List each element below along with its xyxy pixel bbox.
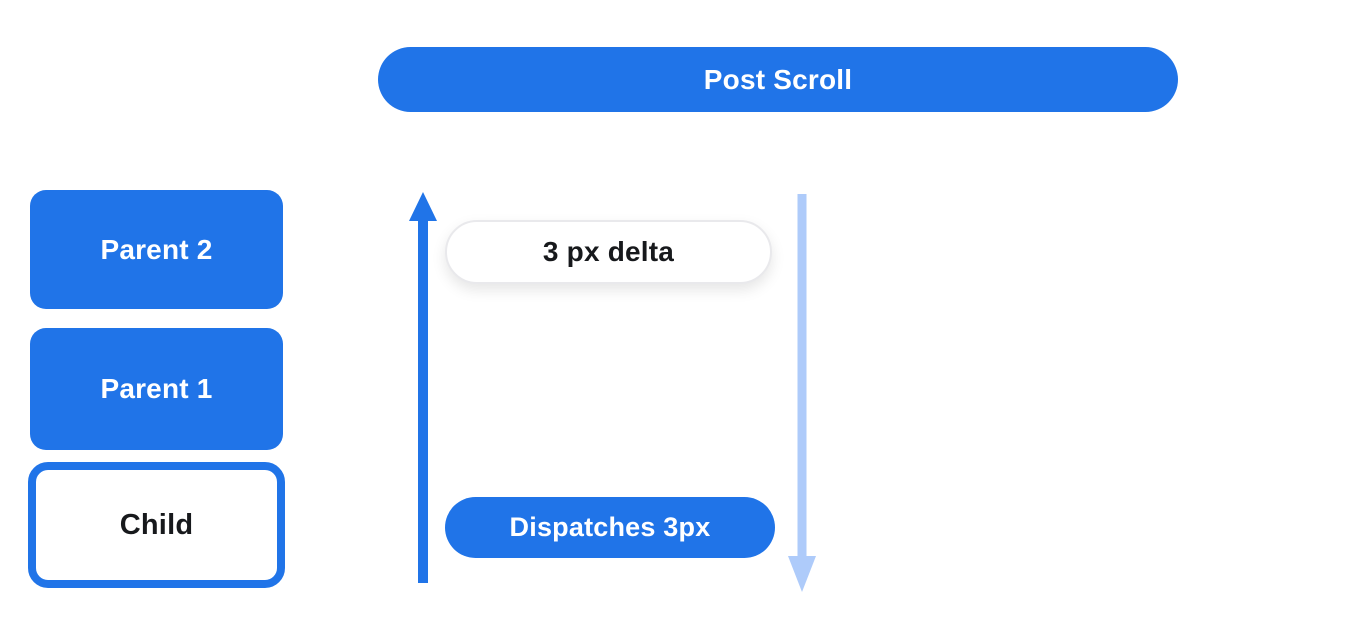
- child-box: Child: [28, 462, 285, 588]
- delta-badge-label: 3 px delta: [542, 236, 675, 267]
- delta-badge: 3 px delta: [445, 220, 772, 284]
- parent1-box: Parent 1: [30, 328, 283, 450]
- parent1-label: Parent 1: [100, 373, 213, 404]
- post-scroll-bar: Post Scroll: [378, 47, 1178, 112]
- post-scroll-label: Post Scroll: [703, 63, 853, 95]
- parent2-label: Parent 2: [100, 233, 213, 265]
- dispatch-badge: Dispatches 3px: [445, 497, 775, 558]
- dispatch-badge-label: Dispatches 3px: [509, 512, 711, 542]
- down-arrow-icon: [788, 194, 816, 592]
- child-label: Child: [119, 508, 194, 541]
- up-arrow-icon: [409, 192, 437, 583]
- parent2-box: Parent 2: [30, 190, 283, 309]
